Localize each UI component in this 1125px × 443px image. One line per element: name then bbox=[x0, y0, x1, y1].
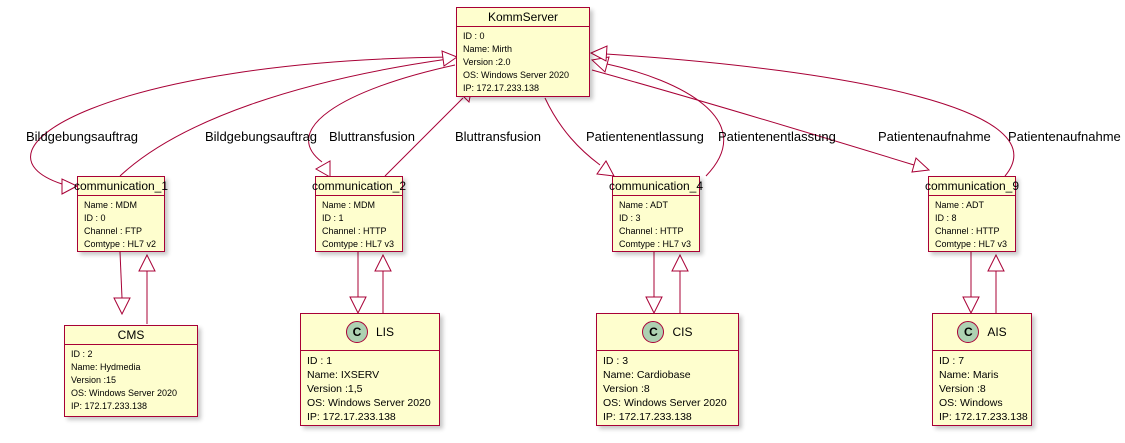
edge-label-bildgebungsauftrag: Bildgebungsauftrag bbox=[26, 129, 139, 144]
cis-class[interactable]: C CIS ID : 3 Name: Cardiobase Version :8… bbox=[596, 313, 739, 426]
edge-label-patientenentlassung: Patientenentlassung bbox=[718, 129, 836, 144]
attribute-id: ID : 2 bbox=[71, 349, 93, 359]
attribute-id: ID : 7 bbox=[939, 355, 965, 367]
class-title: CMS bbox=[65, 326, 197, 345]
edge-label-bildgebungsauftrag: Bildgebungsauftrag bbox=[205, 129, 318, 144]
arrowhead-communication-2 bbox=[314, 160, 331, 178]
edge-kommserver-to-communication-2 bbox=[308, 64, 456, 163]
attribute-ip: IP: 172.17.233.138 bbox=[603, 411, 692, 423]
edge-kommserver-to-communication-1 bbox=[30, 56, 456, 185]
edge-communication-9-to-kommserver bbox=[605, 53, 1015, 177]
communication-1-class[interactable]: communication_1 Name : MDM ID : 0 Channe… bbox=[74, 176, 168, 252]
edge-label-bluttransfusion: Bluttransfusion bbox=[455, 129, 541, 144]
attribute-id: ID : 3 bbox=[619, 213, 641, 223]
attribute-name: Name : MDM bbox=[322, 200, 376, 210]
attribute-id: ID : 0 bbox=[463, 31, 485, 41]
arrowhead-communication-4-bottom bbox=[671, 253, 689, 272]
edge-communication-1-to-cms bbox=[119, 251, 123, 299]
edge-label-patientenaufnahme: Patientenaufnahme bbox=[1008, 129, 1121, 144]
edge-communication-2-to-kommserver bbox=[384, 97, 464, 177]
attribute-channel: Channel : HTTP bbox=[935, 226, 1000, 236]
arrowhead-cis bbox=[645, 296, 663, 315]
class-c-icon: C bbox=[345, 321, 368, 343]
lis-class[interactable]: C LIS ID : 1 Name: IXSERV Version :1,5 O… bbox=[300, 313, 440, 426]
class-header: C AIS bbox=[933, 314, 1031, 351]
class-title: communication_2 bbox=[312, 177, 406, 196]
attribute-ip: IP: 172.17.233.138 bbox=[939, 411, 1028, 423]
edge-kommserver-to-communication-4 bbox=[544, 97, 601, 166]
attribute-channel: Channel : FTP bbox=[84, 226, 143, 236]
arrowhead-cms bbox=[113, 297, 131, 316]
attribute-channel: Channel : HTTP bbox=[322, 226, 387, 236]
attribute-id: ID : 3 bbox=[603, 355, 629, 367]
arrowhead-communication-1 bbox=[61, 178, 79, 195]
class-title: communication_1 bbox=[74, 177, 168, 196]
attribute-os: OS: Windows Server 2020 bbox=[307, 397, 431, 409]
attribute-version: Version :1,5 bbox=[307, 383, 363, 395]
attribute-name: Name : ADT bbox=[619, 200, 669, 210]
class-header: C LIS bbox=[301, 314, 439, 351]
class-title: LIS bbox=[375, 325, 394, 339]
attribute-channel: Channel : HTTP bbox=[619, 226, 684, 236]
arrowhead-communication-4 bbox=[596, 160, 615, 177]
class-c-icon: C bbox=[957, 321, 980, 343]
attribute-name: Name : MDM bbox=[84, 200, 138, 210]
attribute-version: Version :8 bbox=[939, 383, 986, 395]
class-title: CIS bbox=[672, 325, 693, 339]
attribute-os: OS: Windows bbox=[939, 397, 1003, 409]
attribute-comtype: Comtype : HL7 v2 bbox=[84, 239, 157, 249]
attribute-name: Name: Cardiobase bbox=[603, 369, 691, 381]
cms-class[interactable]: CMS ID : 2 Name: Hydmedia Version :15 OS… bbox=[64, 325, 198, 417]
arrowhead-kommserver-1 bbox=[441, 50, 459, 67]
class-c-icon: C bbox=[642, 321, 665, 343]
edge-communication-1-to-kommserver bbox=[119, 58, 449, 177]
arrowhead-lis bbox=[349, 296, 367, 315]
attribute-name: Name: Hydmedia bbox=[71, 362, 141, 372]
class-title: communication_4 bbox=[609, 177, 703, 196]
edge-label-patientenaufnahme: Patientenaufnahme bbox=[878, 129, 991, 144]
communication-9-class[interactable]: communication_9 Name : ADT ID : 8 Channe… bbox=[925, 176, 1019, 252]
attribute-id: ID : 8 bbox=[935, 213, 957, 223]
attribute-id: ID : 1 bbox=[322, 213, 344, 223]
attribute-comtype: Comtype : HL7 v3 bbox=[322, 239, 395, 249]
communication-2-class[interactable]: communication_2 Name : MDM ID : 1 Channe… bbox=[312, 176, 406, 252]
attribute-comtype: Comtype : HL7 v3 bbox=[935, 239, 1008, 249]
attribute-os: OS: Windows Server 2020 bbox=[463, 70, 570, 80]
kommserver-class[interactable]: KommServer ID : 0 Name: Mirth Version :2… bbox=[456, 7, 590, 97]
edge-kommserver-to-communication-9 bbox=[591, 69, 915, 166]
arrowhead-communication-9 bbox=[911, 157, 931, 173]
class-header: C CIS bbox=[597, 314, 738, 351]
attribute-id: ID : 1 bbox=[307, 355, 333, 367]
attribute-name: Name: Maris bbox=[939, 369, 999, 381]
attribute-version: Version :2.0 bbox=[463, 57, 511, 67]
attribute-ip: IP: 172.17.233.138 bbox=[463, 83, 540, 93]
edge-communication-4-to-kommserver bbox=[606, 63, 725, 177]
class-title: KommServer bbox=[457, 8, 589, 27]
arrowhead-communication-1-bottom bbox=[138, 253, 156, 272]
attribute-ip: IP: 172.17.233.138 bbox=[307, 411, 396, 423]
attribute-name: Name : ADT bbox=[935, 200, 985, 210]
attribute-version: Version :15 bbox=[71, 375, 117, 385]
class-title: AIS bbox=[987, 325, 1007, 339]
edge-label-bluttransfusion: Bluttransfusion bbox=[329, 129, 415, 144]
attribute-version: Version :8 bbox=[603, 383, 650, 395]
ais-class[interactable]: C AIS ID : 7 Name: Maris Version :8 OS: … bbox=[932, 313, 1032, 426]
attribute-os: OS: Windows Server 2020 bbox=[71, 388, 178, 398]
arrowhead-communication-2-bottom bbox=[374, 253, 392, 272]
communication-4-class[interactable]: communication_4 Name : ADT ID : 3 Channe… bbox=[609, 176, 703, 252]
attribute-comtype: Comtype : HL7 v3 bbox=[619, 239, 692, 249]
arrowhead-kommserver-9 bbox=[589, 45, 608, 62]
attribute-name: Name: IXSERV bbox=[307, 369, 380, 381]
arrowhead-ais bbox=[962, 296, 980, 315]
edge-label-patientenentlassung: Patientenentlassung bbox=[586, 129, 704, 144]
attribute-id: ID : 0 bbox=[84, 213, 106, 223]
class-title: communication_9 bbox=[925, 177, 1019, 196]
attribute-os: OS: Windows Server 2020 bbox=[603, 397, 727, 409]
arrowhead-communication-9-bottom bbox=[987, 253, 1005, 272]
attribute-name: Name: Mirth bbox=[463, 44, 513, 54]
attribute-ip: IP: 172.17.233.138 bbox=[71, 401, 148, 411]
